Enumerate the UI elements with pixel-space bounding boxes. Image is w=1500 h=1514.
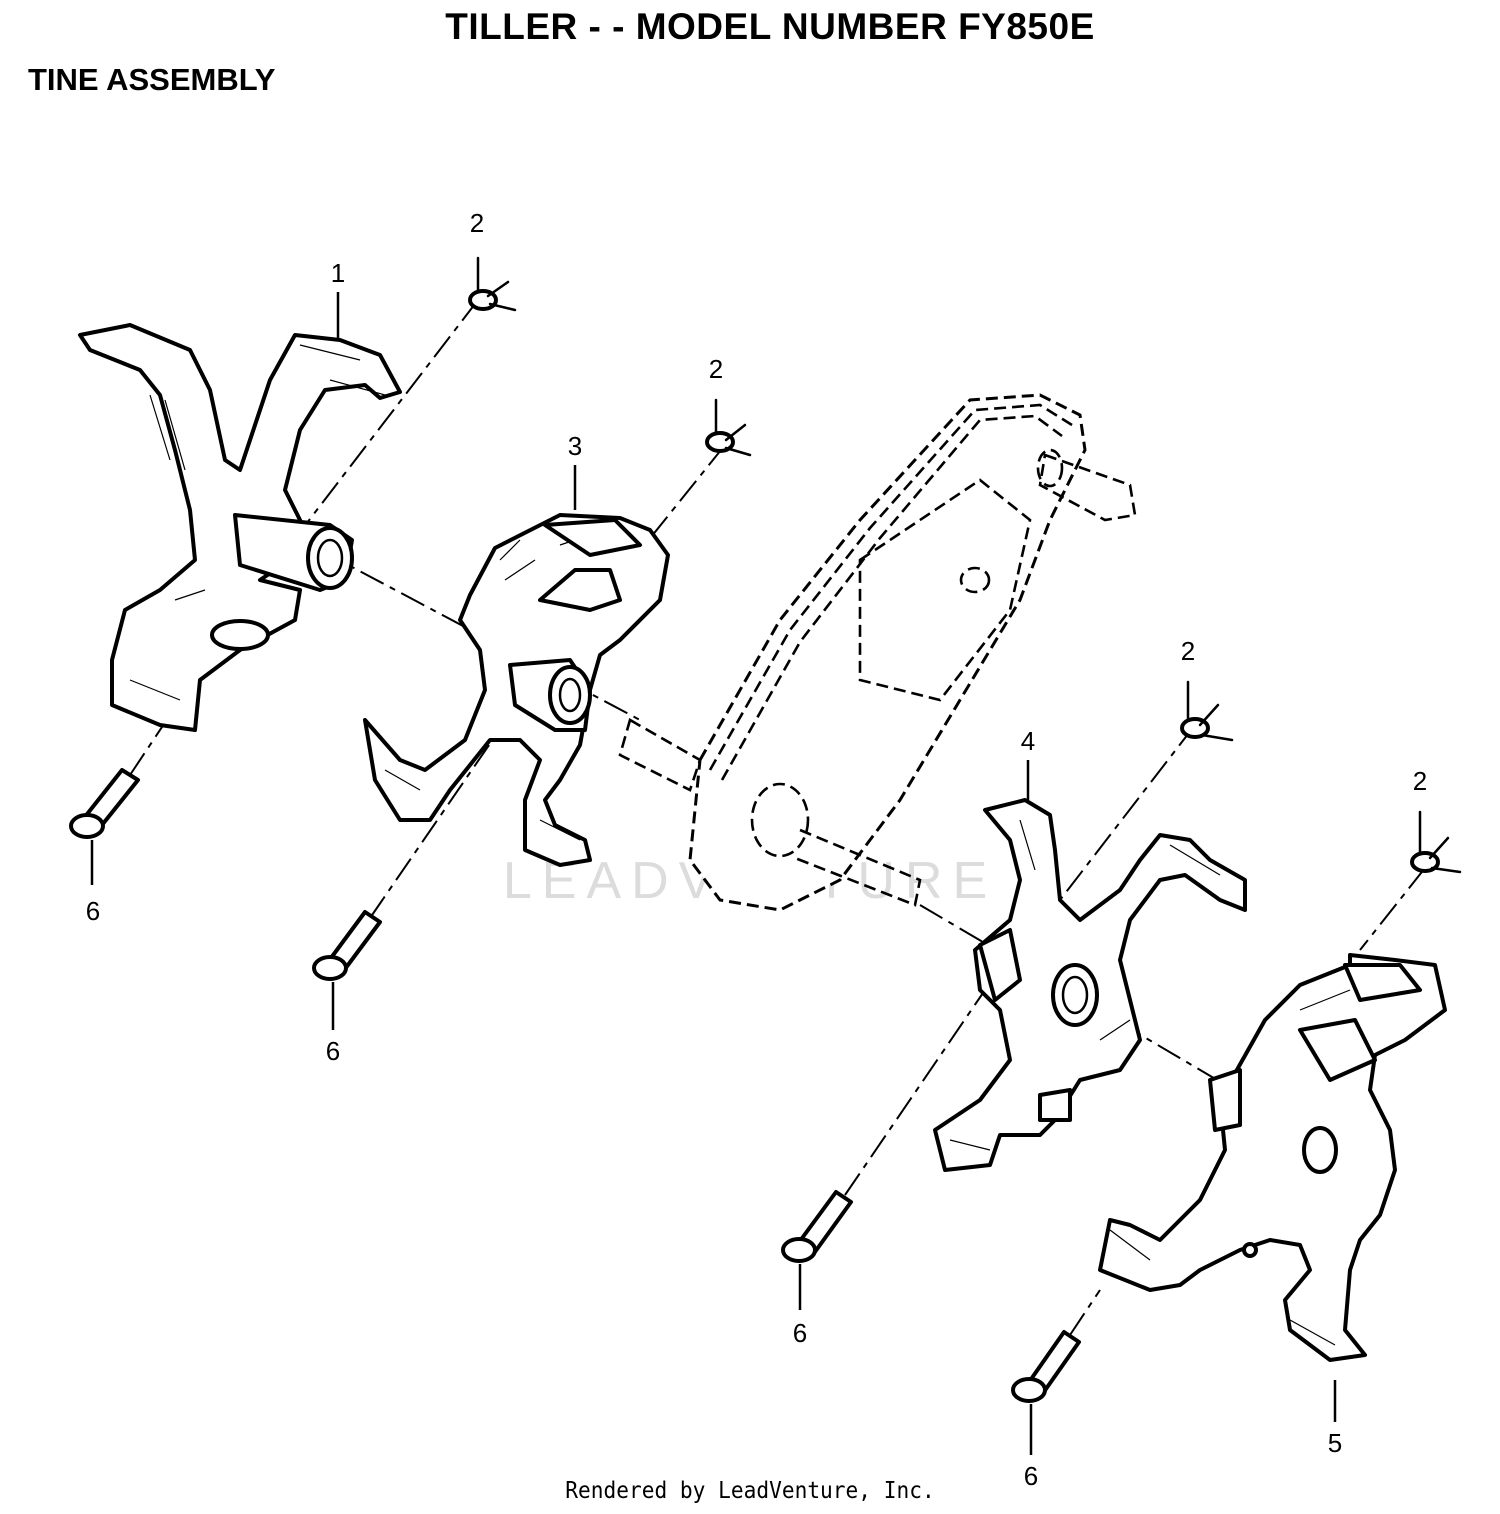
callout-6-a: 6 <box>86 896 100 926</box>
callout-2-c: 2 <box>1181 636 1195 666</box>
callout-2-b: 2 <box>709 354 723 384</box>
footer-credit: Rendered by LeadVenture, Inc. <box>565 1478 935 1504</box>
hairpin-clip-b[interactable] <box>705 398 752 457</box>
outer-right-tine[interactable] <box>1098 953 1447 1362</box>
callout-3: 3 <box>568 431 582 461</box>
callout-6-b: 6 <box>326 1036 340 1066</box>
inner-right-tine[interactable] <box>933 798 1247 1172</box>
callout-2-d: 2 <box>1413 766 1427 796</box>
inner-left-tine[interactable] <box>363 513 670 867</box>
diagram-title: TILLER - - MODEL NUMBER FY850E <box>445 6 1095 47</box>
callout-6-d: 6 <box>1024 1461 1038 1491</box>
hairpin-c-line <box>1059 724 1196 901</box>
hairpin-d-line <box>1359 867 1426 951</box>
callout-2-a: 2 <box>470 208 484 238</box>
clevis-pin-c[interactable] <box>781 1190 853 1310</box>
clevis-pin-d[interactable] <box>1011 1330 1081 1455</box>
outer-left-tine[interactable] <box>78 323 402 732</box>
pin-d-line <box>1069 1289 1101 1336</box>
callout-5: 5 <box>1328 1428 1342 1458</box>
gearbox-housing <box>618 393 1137 912</box>
diagram-subtitle: TINE ASSEMBLY <box>28 62 276 97</box>
callout-6-c: 6 <box>793 1318 807 1348</box>
clevis-pin-a[interactable] <box>69 768 140 885</box>
hairpin-clip-d[interactable] <box>1410 810 1462 874</box>
hairpin-a-line <box>289 299 479 546</box>
callout-4: 4 <box>1021 726 1035 756</box>
clevis-pin-b[interactable] <box>312 910 382 1030</box>
hairpin-clip-a[interactable] <box>468 256 517 312</box>
callout-1: 1 <box>331 258 345 288</box>
hairpin-clip-c[interactable] <box>1180 680 1234 742</box>
pin-c-line <box>844 989 986 1196</box>
